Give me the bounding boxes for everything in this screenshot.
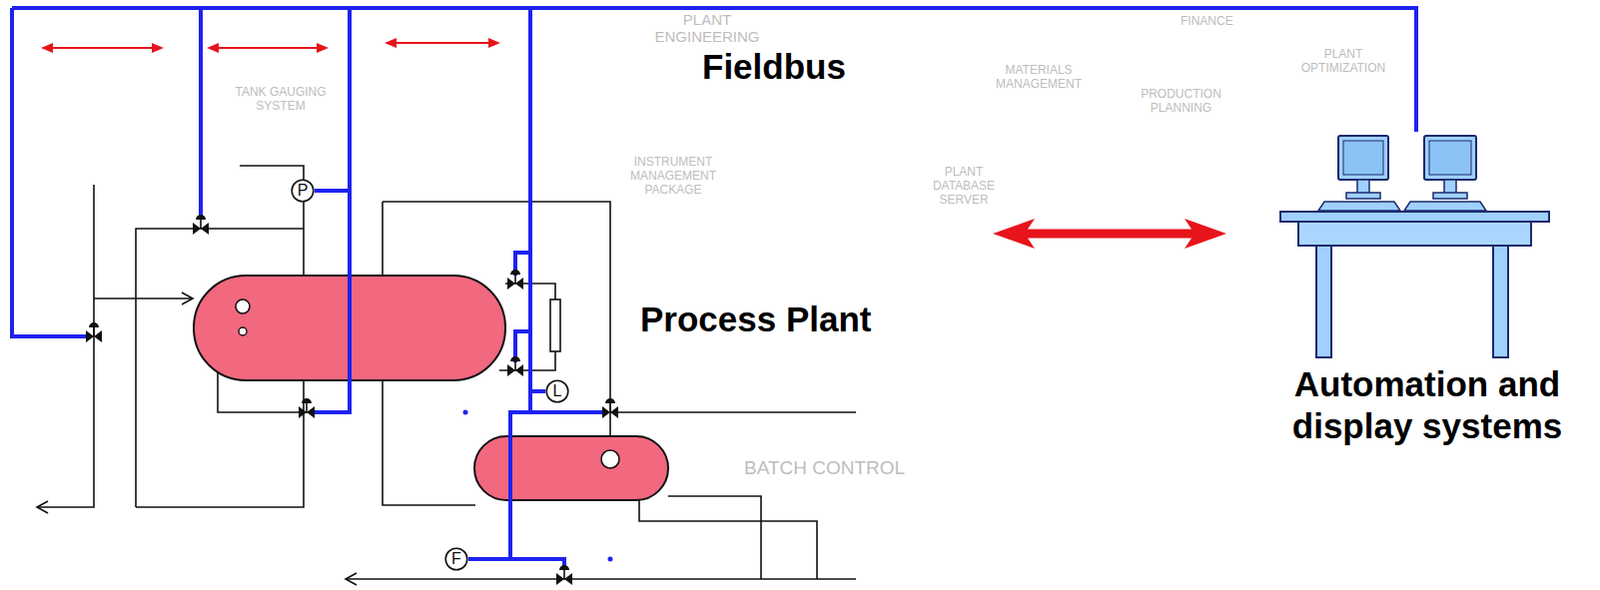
workstation-label: Automation and display systems <box>1260 363 1595 448</box>
sight-glass <box>550 299 561 352</box>
desk-leg <box>1316 245 1332 358</box>
process-vessel <box>474 436 669 501</box>
vessel-nozzle <box>235 299 250 314</box>
flow-arrow <box>345 573 357 586</box>
desk-leg <box>1493 245 1509 358</box>
comm-arrow-head <box>384 37 397 48</box>
instrument-circle <box>546 380 569 403</box>
watermark-text: FINANCE <box>1180 13 1234 28</box>
control-valve <box>507 356 524 377</box>
automation-workstation: Automation and display systems <box>1260 131 1595 452</box>
keyboard <box>1404 201 1487 211</box>
fieldbus-line <box>530 7 603 413</box>
comm-arrow-shaft <box>393 41 492 44</box>
instrument-circle <box>445 548 468 571</box>
control-valve <box>507 269 524 290</box>
fieldbus-line <box>468 559 565 568</box>
instrument-tag: L <box>553 382 563 401</box>
monitor-stand <box>1444 179 1457 194</box>
watermark-text: PLANT OPTIMIZATION <box>1288 47 1399 76</box>
bus-dot <box>608 557 614 563</box>
fieldbus-line <box>314 7 350 413</box>
vessel-nozzle <box>601 450 620 469</box>
process-pipe <box>610 411 856 414</box>
fieldbus-line <box>11 7 86 337</box>
process-pipe <box>37 184 94 508</box>
vessel-nozzle <box>238 327 247 336</box>
comm-arrow-head <box>206 42 219 53</box>
watermark-text: MATERIALS MANAGEMENT <box>973 63 1104 92</box>
process-pipe <box>668 496 762 580</box>
flow-arrow <box>36 501 48 514</box>
control-valve <box>556 565 573 586</box>
watermark-text: INSTRUMENT MANAGEMENT PACKAGE <box>617 155 730 197</box>
keyboard <box>1318 201 1401 211</box>
flow-instrument: F <box>444 547 469 572</box>
bus-dot <box>463 410 469 416</box>
control-valve <box>602 398 619 419</box>
level-instrument: L <box>545 379 570 404</box>
fieldbus-line <box>11 5 531 10</box>
control-valve <box>85 322 102 343</box>
data-exchange-head <box>1184 218 1227 249</box>
comm-arrow-shaft <box>215 46 320 49</box>
process-pipe <box>93 297 193 300</box>
bus-title: Fieldbus <box>702 45 846 88</box>
monitor-screen <box>1343 140 1384 175</box>
monitor-screen <box>1429 140 1472 175</box>
flow-arrow <box>181 292 193 305</box>
data-exchange-head <box>992 218 1035 249</box>
watermark-text: TANK GAUGING SYSTEM <box>225 85 336 114</box>
control-valve <box>192 214 209 235</box>
desk-front <box>1298 221 1532 246</box>
fieldbus-connector <box>530 7 1417 392</box>
comm-arrow-head <box>40 42 53 53</box>
instrument-tag: F <box>451 550 462 569</box>
monitor-base <box>1433 192 1468 199</box>
fieldbus-connector <box>314 7 1417 191</box>
comm-arrow-head <box>316 42 329 53</box>
desk-top <box>1280 211 1550 222</box>
plant-title: Process Plant <box>640 298 872 341</box>
comm-arrow-head <box>488 37 501 48</box>
monitor <box>1424 135 1477 180</box>
process-pipe <box>345 578 856 581</box>
process-pipe <box>639 500 817 580</box>
fieldbus-line <box>510 412 531 560</box>
watermark-text: BATCH CONTROL <box>744 457 905 481</box>
watermark-text: PLANT DATABASE SERVER <box>923 165 1004 207</box>
watermark-text: PLANT ENGINEERING <box>637 11 778 45</box>
comm-arrow-shaft <box>49 46 155 49</box>
control-valve <box>298 398 315 419</box>
pressure-instrument: P <box>290 178 315 203</box>
instrument-circle <box>291 179 314 202</box>
watermark-text: PRODUCTION PLANNING <box>1128 87 1234 116</box>
monitor-base <box>1346 192 1381 199</box>
fieldbus-line <box>198 7 203 219</box>
instrument-tag: P <box>297 181 309 200</box>
data-exchange-arrow <box>1018 229 1201 239</box>
comm-arrow-head <box>151 42 164 53</box>
monitor <box>1338 135 1389 180</box>
monitor-stand <box>1357 179 1370 194</box>
